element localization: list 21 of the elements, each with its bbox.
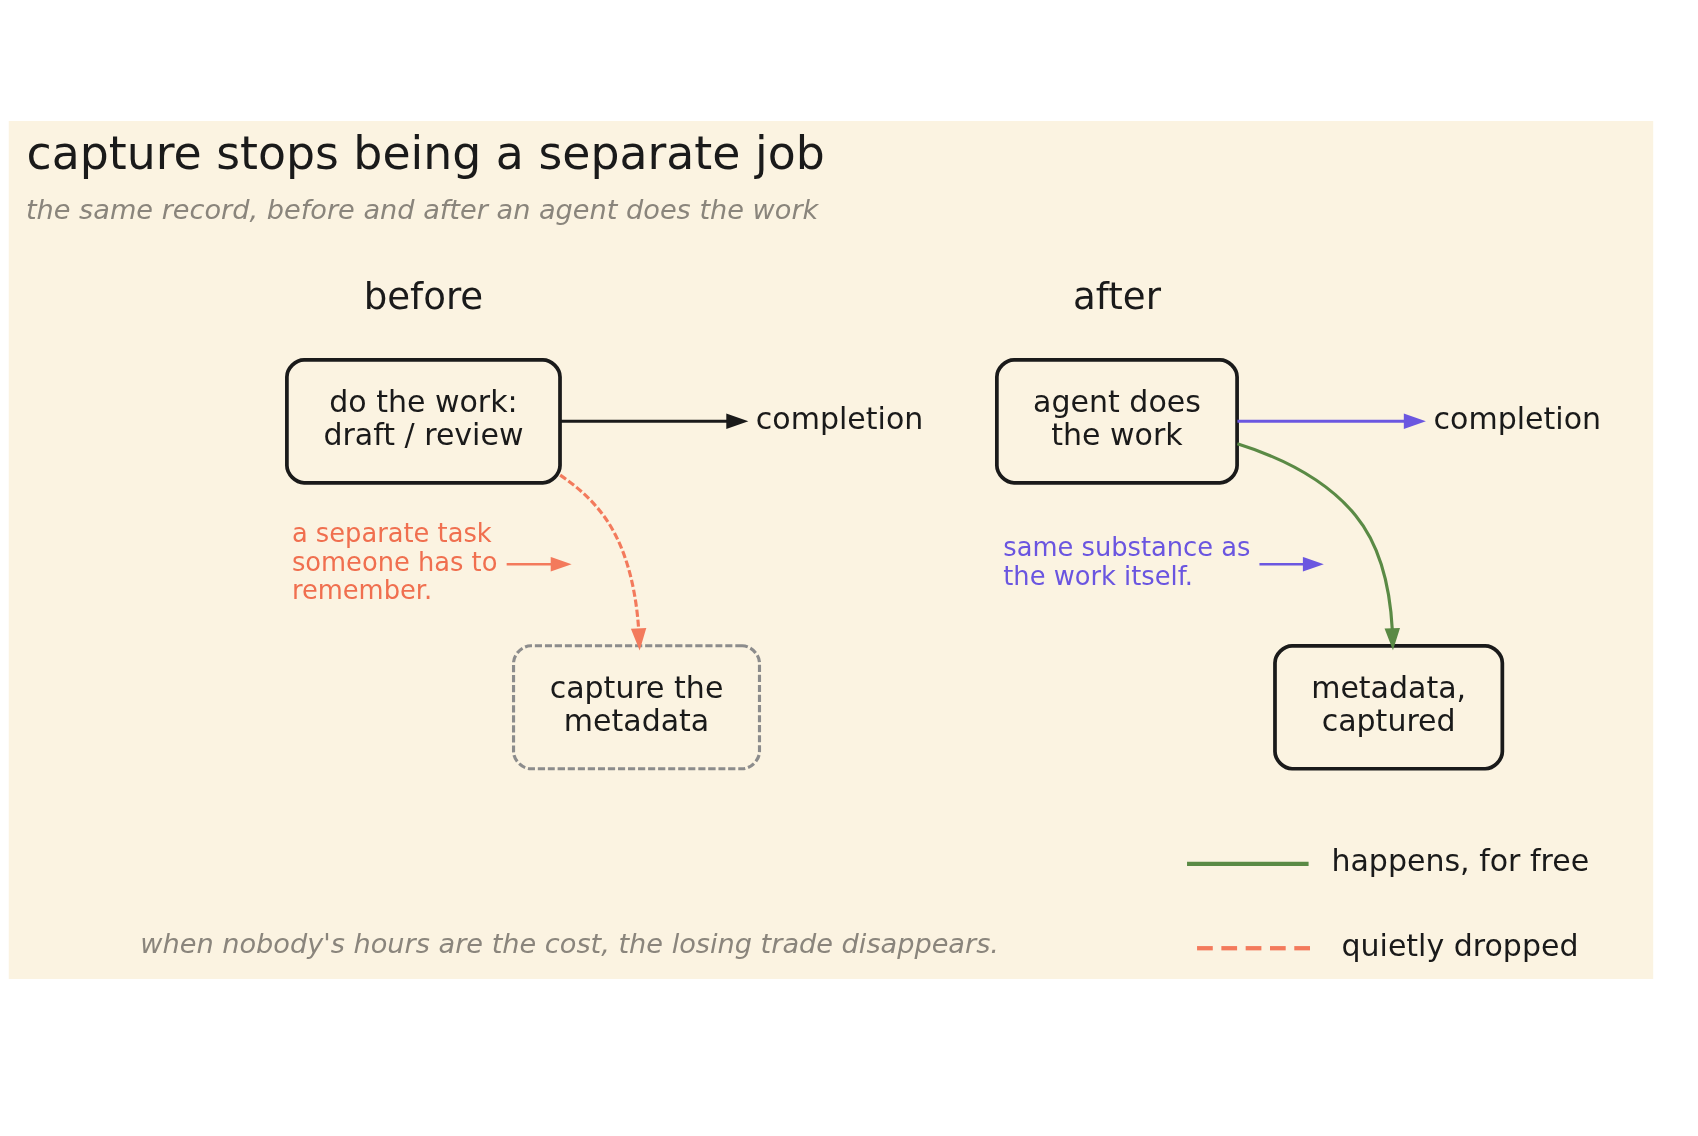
node-box: metadata, captured [1273,643,1505,771]
label: the same record, before and after an agent does the work [25,194,819,226]
arrow [506,556,572,572]
arrow [1259,556,1324,572]
node-text: same substance as the work itself. [1003,532,1251,591]
legend-label: quietly dropped [1341,927,1579,963]
label: after [1073,274,1161,319]
node-text: completion [1433,400,1602,436]
caption: when nobody's hours are the cost, the losing trade disappears. [140,927,999,959]
node-box: do the work: draft / review [285,357,562,485]
arrow [559,473,647,651]
legend-label: happens, for free [1331,843,1590,879]
arrow [1237,413,1426,429]
arrow [1236,442,1400,651]
diagram-title: capture stops being a separate job [26,127,825,181]
arrow [560,413,749,429]
node-text: completion [755,400,924,436]
node-box: agent does the work [995,357,1239,485]
label: before [363,274,484,319]
node-box: capture the metadata [511,644,762,771]
node-text: a separate task someone has to remember. [291,517,498,606]
